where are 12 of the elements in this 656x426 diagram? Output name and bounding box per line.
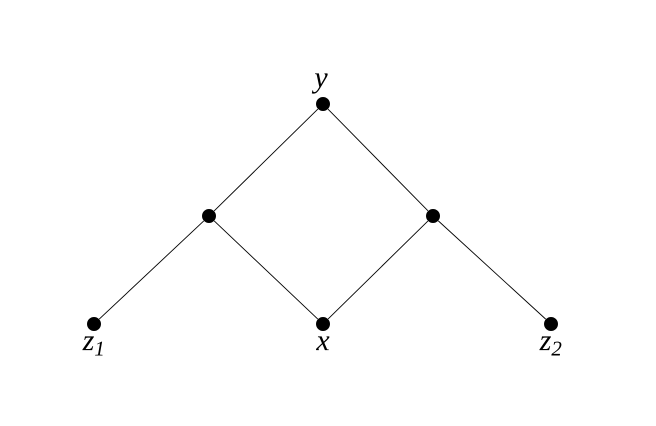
point-label: x	[316, 336, 330, 350]
line	[328, 220, 428, 320]
dot	[426, 209, 440, 223]
point-label: z$_{2}$	[539, 336, 562, 356]
line	[214, 108, 318, 212]
line	[438, 220, 546, 320]
line	[328, 108, 428, 212]
dot	[202, 209, 216, 223]
point-label: z$_{1}$	[82, 336, 103, 356]
point-label: y	[312, 73, 328, 94]
line	[214, 220, 318, 320]
line	[98, 220, 204, 320]
